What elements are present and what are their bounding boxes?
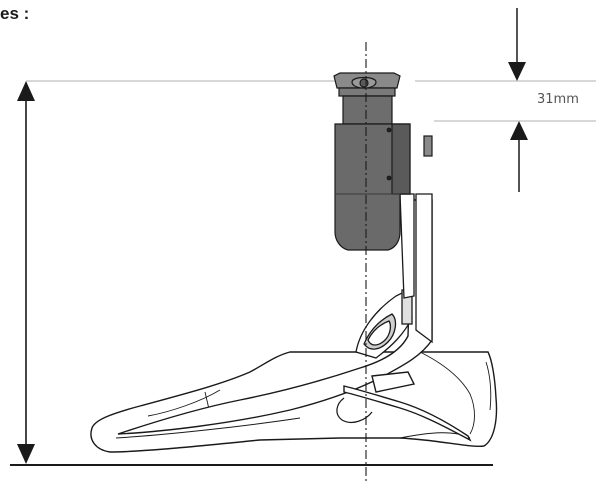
section-heading: es : <box>0 4 30 23</box>
height-dimension <box>17 80 335 464</box>
dimension-label-31mm: 31mm <box>537 92 579 107</box>
offset-dimension <box>415 8 596 192</box>
tube-adapter <box>333 72 433 251</box>
ankle-attachment <box>355 289 413 359</box>
pylon-strut <box>399 193 433 344</box>
